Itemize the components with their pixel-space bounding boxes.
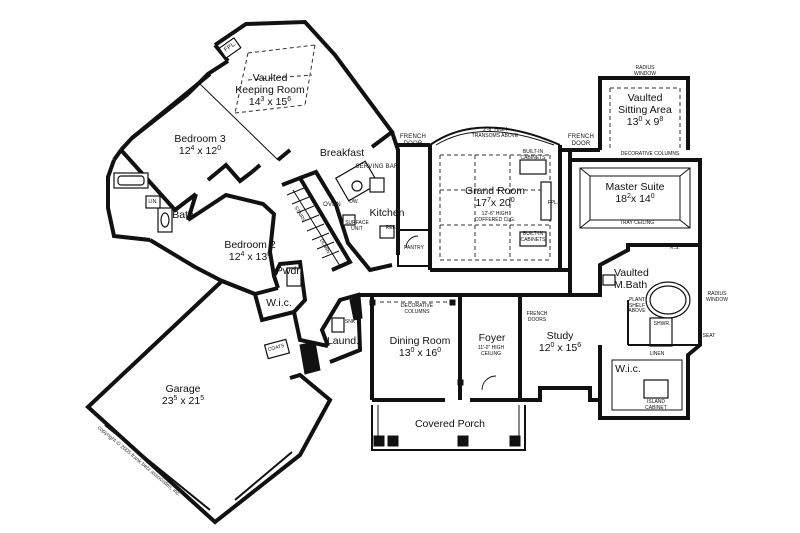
seat-note: SEAT: [702, 333, 716, 339]
kitchen-label: Kitchen: [369, 207, 405, 219]
master-suite-label: Master Suite 182x 140: [595, 181, 675, 206]
study-dims: 120 x 156: [538, 341, 582, 354]
linen-bath-note: LIN.: [148, 199, 158, 205]
bedroom-2-name: Bedroom 2: [224, 239, 276, 251]
master-bath-label: Vaulted M.Bath: [614, 267, 674, 292]
bedroom-2-label: Bedroom 2 124 x 130: [210, 239, 290, 264]
sitting-area-name-1: Vaulted: [627, 92, 663, 104]
dining-foyer-study-walls: [358, 293, 602, 402]
master-bath-name-2: M.Bath: [614, 278, 648, 291]
sink-note: SNK: [344, 319, 356, 325]
keeping-room-name-2: Keeping Room: [235, 83, 305, 96]
grand-fireplace-note: FPL.: [547, 200, 559, 206]
bedroom-3-dims: 124 x 120: [178, 144, 222, 157]
utility-walls: [253, 259, 363, 375]
master-suite-name: Master Suite: [605, 181, 665, 193]
serving-bar-note: SERVING BAR: [355, 164, 399, 170]
master-suite-walls: [568, 150, 702, 270]
dining-room-name: Dining Room: [389, 335, 451, 347]
small-wic-label: W.i.c.: [266, 297, 292, 309]
study-label: Study 120 x 156: [530, 330, 590, 355]
master-bath-name-1: Vaulted: [614, 267, 649, 279]
bedroom-3-label: Bedroom 3 124 x 120: [160, 133, 240, 158]
sitting-area-name-2: Sitting Area: [618, 103, 672, 116]
master-linen-note: LINEN: [649, 351, 665, 357]
bedroom-3-name: Bedroom 3: [174, 133, 226, 145]
covered-porch-label: Covered Porch: [414, 418, 486, 430]
grand-room-dims: 177x 200: [475, 196, 515, 209]
master-suite-dims: 182x 140: [615, 192, 655, 205]
study-name: Study: [546, 330, 574, 342]
shower-note: SHWR.: [653, 321, 671, 327]
dw-note: DW.: [349, 199, 359, 205]
sitting-area-dims: 130 x 98: [626, 115, 664, 128]
keeping-room-label: Vaulted Keeping Room 143 x 156: [220, 72, 320, 108]
dining-room-dims: 130 x 160: [398, 346, 442, 359]
grand-room-name: Grand Room: [464, 185, 526, 197]
sitting-area-label: Vaulted Sitting Area 130 x 98: [610, 92, 680, 128]
pantry-note: PANTRY: [404, 245, 424, 251]
grand-room-walls: [398, 126, 600, 272]
keeping-fireplace: [218, 37, 242, 59]
keeping-room-name-1: Vaulted: [252, 72, 288, 84]
grand-room-label: Grand Room 177x 200: [455, 185, 535, 210]
powder-room-label: Pwdr.: [275, 265, 303, 277]
tray-ceiling-note: TRAY CEILING: [619, 220, 655, 226]
oven-note: OVEN: [323, 202, 341, 208]
master-wic-label: W.i.c.: [615, 363, 641, 375]
bedroom-2-dims: 124 x 130: [228, 250, 272, 263]
ref-note: REF.: [385, 225, 397, 231]
breakfast-label: Breakfast: [319, 147, 365, 159]
keeping-room-dims: 143 x 156: [248, 95, 292, 108]
garage-dims: 235 x 215: [161, 394, 205, 407]
bedroom-3-walls: [119, 72, 262, 213]
master-bath-walls: [568, 243, 702, 420]
garage-label: Garage 235 x 215: [148, 383, 218, 408]
covered-porch: [371, 405, 526, 451]
laundry-label: Laund.: [326, 335, 360, 347]
bath-label: Bath: [172, 209, 194, 221]
bath-walls: [106, 148, 173, 242]
kitchen-walls: [299, 131, 400, 273]
stairs: [281, 175, 353, 272]
decorative-columns-top-note: DECORATIVE COLUMNS: [620, 151, 680, 157]
garage-name: Garage: [165, 383, 201, 395]
sitting-area-walls: [598, 76, 690, 150]
garage-walls: [85, 278, 333, 525]
foyer-label: Foyer: [478, 332, 506, 344]
ks-note: K.S.: [670, 245, 680, 251]
dining-room-label: Dining Room 130 x 160: [380, 335, 460, 360]
